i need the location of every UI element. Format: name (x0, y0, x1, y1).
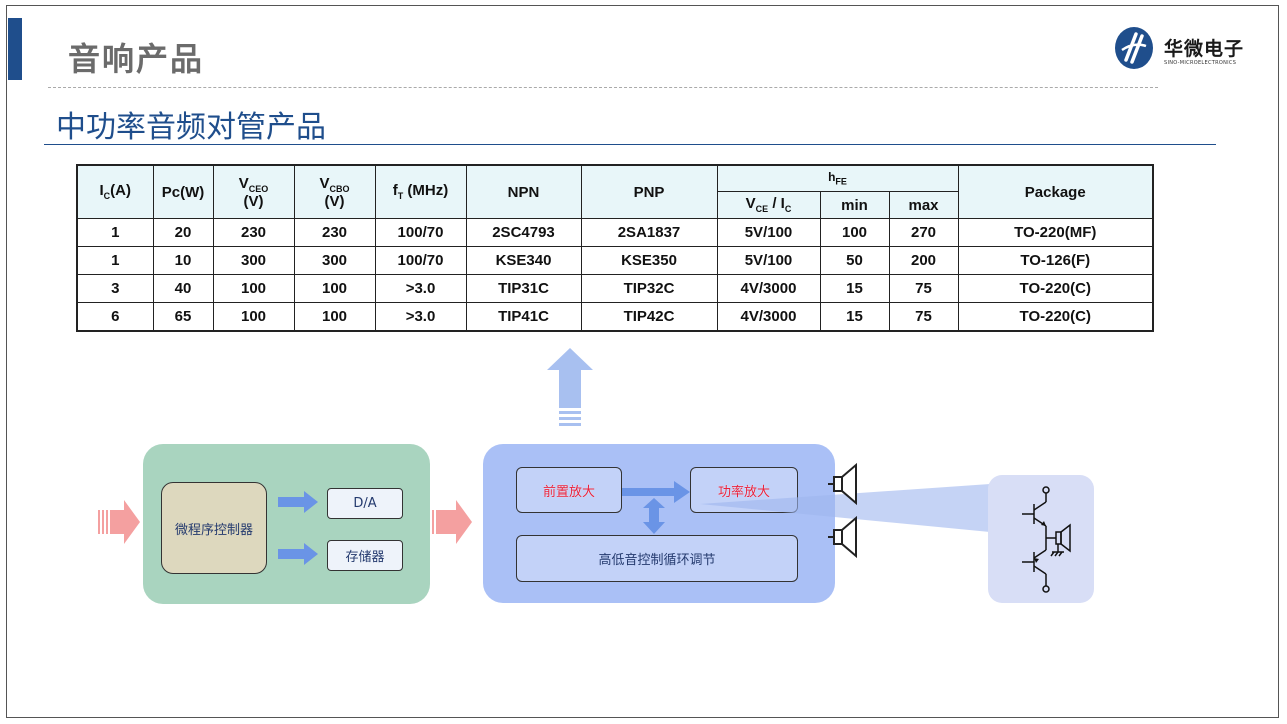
cell-condition: 5V/100 (716, 218, 821, 247)
cell-condition: 4V/3000 (716, 302, 821, 332)
accent-bar (8, 18, 22, 80)
cell-pc: 40 (152, 274, 214, 303)
cell-ic: 3 (76, 274, 154, 303)
page-title: 中功率音频对管产品 (56, 110, 326, 145)
cell-max: 75 (888, 274, 959, 303)
cell-pc: 65 (152, 302, 214, 332)
cell-pc: 20 (152, 218, 214, 247)
header-pnp: PNP (580, 164, 718, 219)
signal-arrow-icon (432, 500, 472, 544)
cell-ic: 1 (76, 246, 154, 275)
header-max: max (888, 191, 959, 219)
cell-ic: 6 (76, 302, 154, 332)
header-hfe: hFE (716, 164, 959, 193)
cell-ft: >3.0 (374, 274, 467, 303)
cell-vceo: 300 (212, 246, 295, 275)
signal-flow-arrows-icon (622, 481, 690, 534)
microcontroller-block: 微程序控制器 (161, 482, 267, 574)
logo-text-en: SINO-MICROELECTRONICS (1164, 60, 1237, 66)
section-title: 音响产品 (68, 40, 205, 78)
cell-pnp: 2SA1837 (580, 218, 718, 247)
right-arrow-icon (278, 491, 318, 513)
cell-min: 15 (819, 274, 890, 303)
cell-pnp: KSE350 (580, 246, 718, 275)
company-logo-icon (1115, 27, 1153, 69)
cell-max: 75 (888, 302, 959, 332)
cell-vcbo: 300 (293, 246, 376, 275)
cell-pc: 10 (152, 246, 214, 275)
cell-vcbo: 230 (293, 218, 376, 247)
cell-min: 50 (819, 246, 890, 275)
header-vceo: VCEO(V) (212, 164, 295, 219)
cell-max: 200 (888, 246, 959, 275)
cell-condition: 4V/3000 (716, 274, 821, 303)
preamp-block: 前置放大 (516, 467, 622, 513)
cell-npn: 2SC4793 (465, 218, 582, 247)
cell-pnp: TIP32C (580, 274, 718, 303)
table-row: 1 20 230 230 100/70 2SC4793 2SA1837 5V/1… (76, 218, 1154, 247)
transistor-pair-circuit-icon (1022, 486, 1071, 593)
title-underline (44, 144, 1216, 145)
cell-package: TO-220(MF) (957, 218, 1154, 247)
cell-vceo: 100 (212, 274, 295, 303)
header-condition: VCE / IC (716, 191, 821, 219)
cell-npn: TIP41C (465, 302, 582, 332)
cell-vcbo: 100 (293, 302, 376, 332)
table-row: 1 10 300 300 100/70 KSE340 KSE350 5V/100… (76, 246, 1154, 275)
header-pc: Pc(W) (152, 164, 214, 219)
storage-block: 存储器 (327, 540, 403, 571)
cell-vceo: 100 (212, 302, 295, 332)
logo-text-cn: 华微电子 (1164, 38, 1245, 60)
up-arrow-icon (547, 348, 593, 426)
speaker-icon (828, 515, 857, 559)
speaker-icon (828, 462, 857, 506)
cell-npn: TIP31C (465, 274, 582, 303)
product-spec-table: IC(A) Pc(W) VCEO(V) VCBO(V) fT (MHz) NPN… (76, 164, 1154, 332)
input-arrow-icon (98, 500, 140, 544)
cell-ft: >3.0 (374, 302, 467, 332)
cell-condition: 5V/100 (716, 246, 821, 275)
header-ft: fT (MHz) (374, 164, 467, 219)
cell-min: 15 (819, 302, 890, 332)
cell-vceo: 230 (212, 218, 295, 247)
projection-beam (700, 484, 990, 532)
cell-min: 100 (819, 218, 890, 247)
header-vcbo: VCBO(V) (293, 164, 376, 219)
table-row: 3 40 100 100 >3.0 TIP31C TIP32C 4V/3000 … (76, 274, 1154, 303)
cell-ft: 100/70 (374, 218, 467, 247)
cell-package: TO-220(C) (957, 302, 1154, 332)
cell-vcbo: 100 (293, 274, 376, 303)
cell-package: TO-126(F) (957, 246, 1154, 275)
header-package: Package (957, 164, 1154, 219)
header-ic: IC(A) (76, 164, 154, 219)
da-block: D/A (327, 488, 403, 519)
tone-control-block: 高低音控制循环调节 (516, 535, 798, 582)
table-row: 6 65 100 100 >3.0 TIP41C TIP42C 4V/3000 … (76, 302, 1154, 332)
header-min: min (819, 191, 890, 219)
cell-package: TO-220(C) (957, 274, 1154, 303)
cell-max: 270 (888, 218, 959, 247)
cell-ft: 100/70 (374, 246, 467, 275)
right-arrow-icon (278, 543, 318, 565)
push-pull-circuit-panel (988, 475, 1094, 603)
header-divider (48, 87, 1158, 88)
header-npn: NPN (465, 164, 582, 219)
cell-ic: 1 (76, 218, 154, 247)
cell-npn: KSE340 (465, 246, 582, 275)
cell-pnp: TIP42C (580, 302, 718, 332)
